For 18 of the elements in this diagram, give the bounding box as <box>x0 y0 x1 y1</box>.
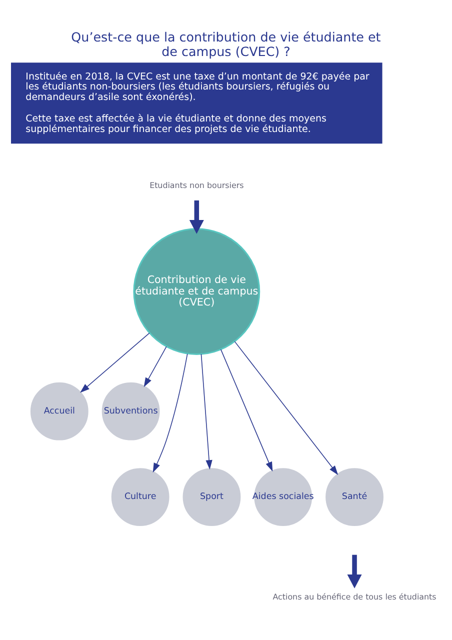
arrow <box>200 354 212 470</box>
arrow <box>152 353 188 473</box>
node-circle: Contribution de vie étudiante et de campus (CVEC) <box>133 228 260 356</box>
arrow <box>347 554 362 588</box>
arrow <box>234 341 338 476</box>
node-text: Actions au bénéfice de tous les étudiants <box>272 592 436 602</box>
arrow <box>220 349 273 472</box>
arrow <box>144 346 167 388</box>
node-text: Etudiants non boursiers <box>150 181 244 190</box>
arrow <box>80 332 150 393</box>
arrow <box>189 200 204 234</box>
node-circle: Culture <box>111 468 170 526</box>
node-circle: Sport <box>182 468 241 526</box>
node-circle: Santé <box>326 468 384 526</box>
node-circle: Subventions <box>102 382 160 440</box>
node-box: Instituée en 2018, la CVEC est une taxe d’un montant de 92€ payée par les étudiants non-boursiers (les étudiants boursiers, réfugiés ou demandeurs d’asile sont éxonérés). Cette taxe est affectée à la vie étudiante et donne des moyens supplémentaires pour financer des projets de vie étudiante. <box>11 62 382 144</box>
diagram-title: Qu’est-ce que la contribution de vie étudiante et de campus (CVEC) ? <box>71 30 381 59</box>
node-circle: Aides sociales <box>254 468 312 526</box>
